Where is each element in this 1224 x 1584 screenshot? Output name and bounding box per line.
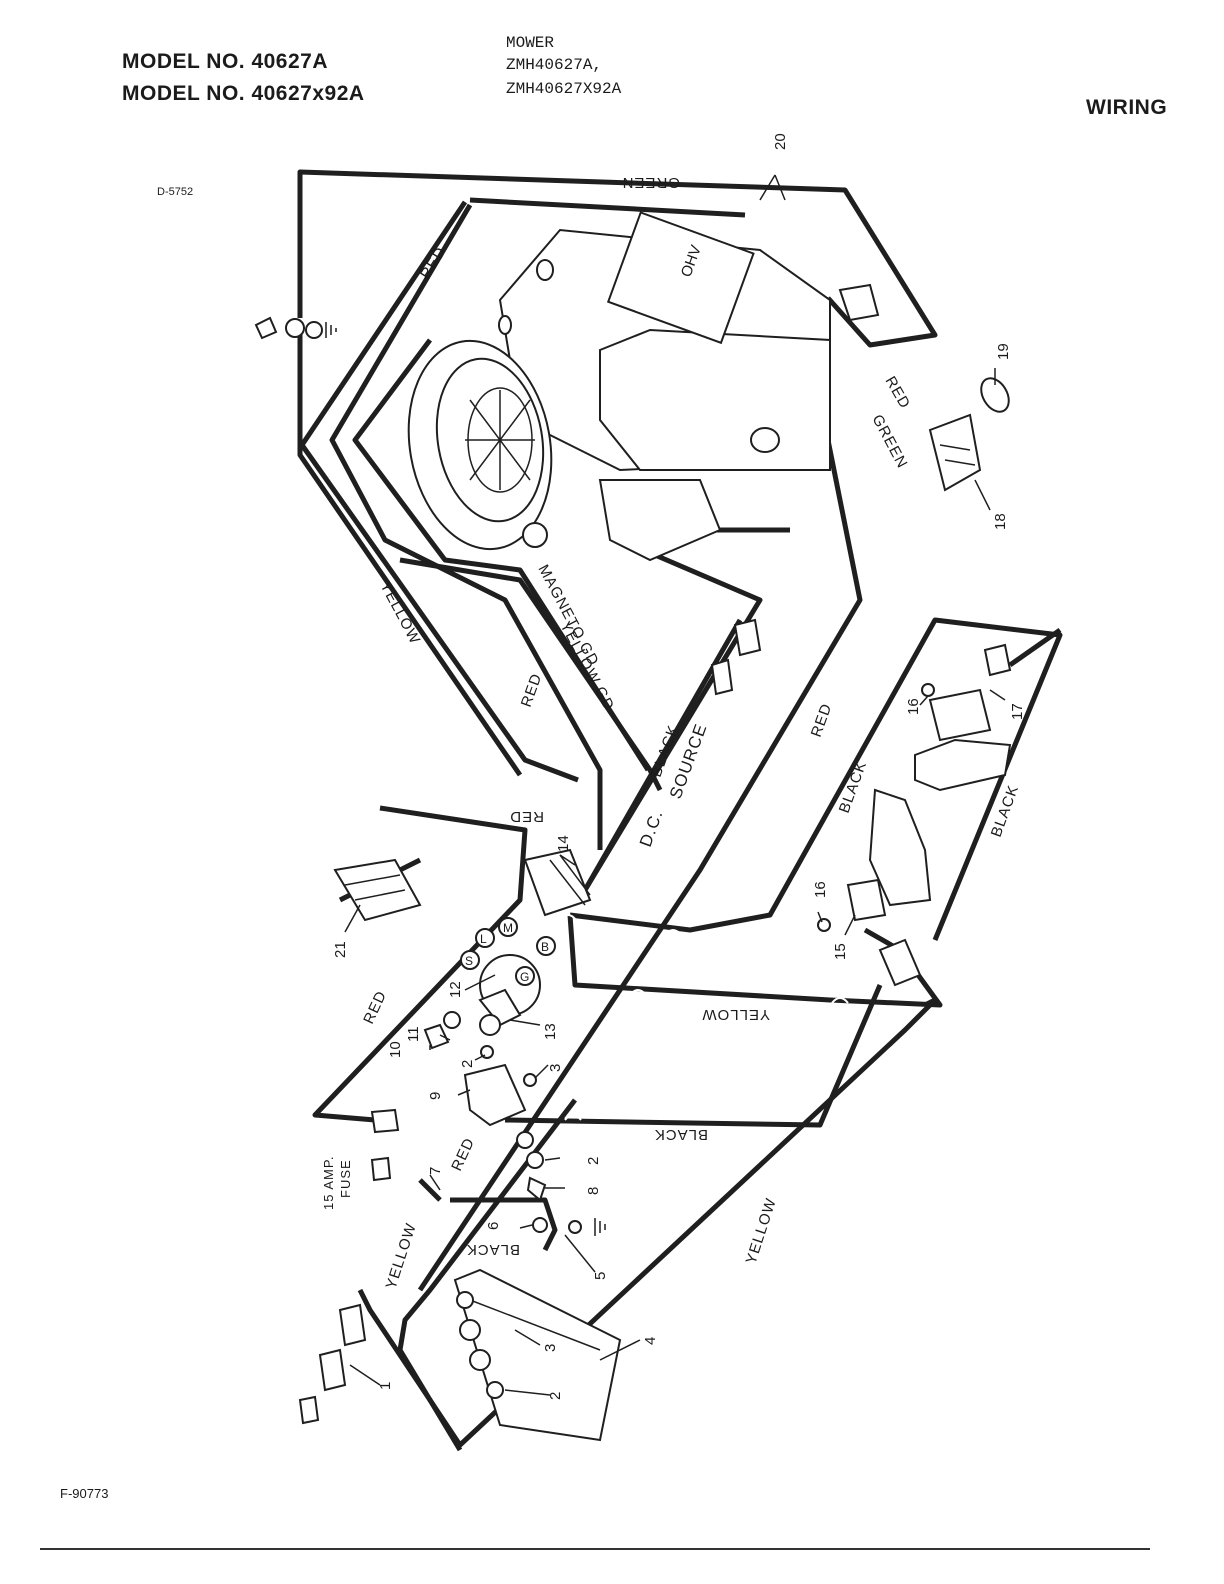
- label-fuse-2: FUSE: [338, 1159, 353, 1198]
- connector-1: [298, 1303, 367, 1425]
- callout-11: 11: [405, 1026, 422, 1042]
- callout-5: 5: [592, 1272, 609, 1280]
- callout-19: 19: [995, 343, 1012, 360]
- engine: OHV: [407, 211, 831, 562]
- wire-yellow-left: [297, 330, 523, 777]
- wire-black-battery: [450, 1197, 558, 1252]
- section-title: WIRING: [1086, 96, 1168, 119]
- wire-red-left: [299, 200, 579, 783]
- callout-18: 18: [992, 513, 1009, 530]
- callout-1: 1: [377, 1382, 394, 1390]
- callout-2c: 2: [547, 1392, 564, 1400]
- seat-switch-17: [914, 643, 1012, 792]
- label-black-mid: BLACK: [654, 1126, 708, 1143]
- washer-10-11: [423, 1011, 461, 1050]
- connector-right: [878, 938, 922, 987]
- callout-7: 7: [427, 1167, 444, 1175]
- mower-label: MOWER: [506, 34, 555, 52]
- label-red-right: RED: [882, 374, 914, 413]
- solenoid-14: [523, 848, 592, 917]
- wire-black-right: [569, 617, 1063, 941]
- callout-13: 13: [542, 1023, 559, 1040]
- terminal-l: L: [480, 932, 487, 946]
- relay-21: [333, 858, 422, 922]
- diagram-code: D-5752: [157, 186, 194, 198]
- wire-red-frame: [312, 805, 528, 1123]
- callout-3a: 3: [547, 1064, 564, 1072]
- wire-crossings: [559, 914, 849, 1121]
- mower-model-1: ZMH40627A,: [506, 56, 603, 74]
- callout-4: 4: [642, 1337, 659, 1345]
- spark-plug-connector: [710, 618, 762, 696]
- callout-12: 12: [447, 981, 464, 998]
- callout-15: 15: [832, 943, 849, 960]
- bracket-black: [868, 788, 932, 907]
- callout-2b: 2: [585, 1157, 602, 1165]
- wire-red-top: [469, 197, 746, 218]
- headlight-socket-top: [838, 283, 880, 322]
- label-black-right-2: BLACK: [988, 783, 1023, 840]
- label-red-frame: RED: [360, 988, 390, 1027]
- label-yellow-bottom-left: YELLOW: [383, 1221, 420, 1291]
- fuse: [370, 1156, 392, 1182]
- label-green-right: GREEN: [868, 412, 910, 471]
- wire-green-loop: [297, 169, 938, 348]
- model-line-2: MODEL NO. 40627x92A: [122, 82, 365, 105]
- mower-model-2: ZMH40627X92A: [506, 80, 622, 98]
- interlock-switch-15: [817, 878, 887, 932]
- callout-2a: 2: [459, 1060, 476, 1068]
- wire-magneto-gd: [352, 338, 651, 772]
- label-green-top: GREEN: [622, 174, 680, 191]
- footer-rule: [40, 1548, 1150, 1550]
- callout-9: 9: [427, 1092, 444, 1100]
- key-switch-9: [463, 1045, 544, 1169]
- wire-fuse: [418, 1178, 442, 1202]
- label-red-top-switch: RED: [509, 808, 544, 825]
- callout-14: 14: [555, 835, 572, 852]
- callout-6: 6: [485, 1222, 502, 1230]
- light-socket-18: [928, 413, 982, 492]
- callout-21: 21: [332, 941, 349, 958]
- terminal-m: M: [503, 921, 513, 935]
- battery-4: [453, 1268, 622, 1442]
- label-red-center: RED: [808, 701, 836, 739]
- label-black-battery: BLACK: [466, 1241, 520, 1258]
- label-dc: D.C.: [636, 807, 667, 849]
- label-fuse-1: 15 AMP.: [321, 1156, 336, 1210]
- wire-harness: [297, 169, 1063, 1452]
- callout-numbers: 20 19 18 16 17 14 16 15 21 12 11 10 13 2…: [332, 133, 1026, 1400]
- callout-16b: 16: [812, 881, 829, 898]
- wire-clip: [370, 1108, 400, 1134]
- callout-3b: 3: [542, 1344, 559, 1352]
- callout-leaders: [344, 174, 1006, 1396]
- terminal-g: G: [520, 970, 529, 984]
- callout-20: 20: [772, 133, 789, 150]
- model-line-1: MODEL NO. 40627A: [122, 50, 329, 73]
- footer-code: F-90773: [60, 1486, 109, 1501]
- wire-black-mid: [504, 984, 883, 1128]
- wire-connector-17: [1008, 627, 1062, 668]
- bulb-19: [980, 377, 1010, 413]
- callout-17: 17: [1009, 703, 1026, 720]
- ground-stud-top: [254, 316, 337, 340]
- wire-black-engine: [582, 537, 763, 892]
- label-yellow-bottom: YELLOW: [743, 1196, 780, 1266]
- terminal-s: S: [465, 954, 473, 968]
- clip-8: [526, 1176, 547, 1202]
- label-yellow-left: YELLOW: [376, 579, 423, 647]
- callout-8: 8: [585, 1187, 602, 1195]
- label-red-mid: RED: [518, 671, 546, 709]
- callout-10: 10: [387, 1041, 404, 1058]
- ignition-switch-12: S L M B G: [460, 917, 556, 1036]
- ground-6: [532, 1217, 606, 1236]
- label-yellow-mid: YELLOW: [701, 1006, 770, 1023]
- label-red-low: RED: [448, 1135, 478, 1174]
- wire-red-low: [397, 1098, 577, 1452]
- callout-16a: 16: [905, 698, 922, 715]
- wire-yellow-bottom: [357, 997, 938, 1448]
- terminal-b: B: [541, 940, 549, 954]
